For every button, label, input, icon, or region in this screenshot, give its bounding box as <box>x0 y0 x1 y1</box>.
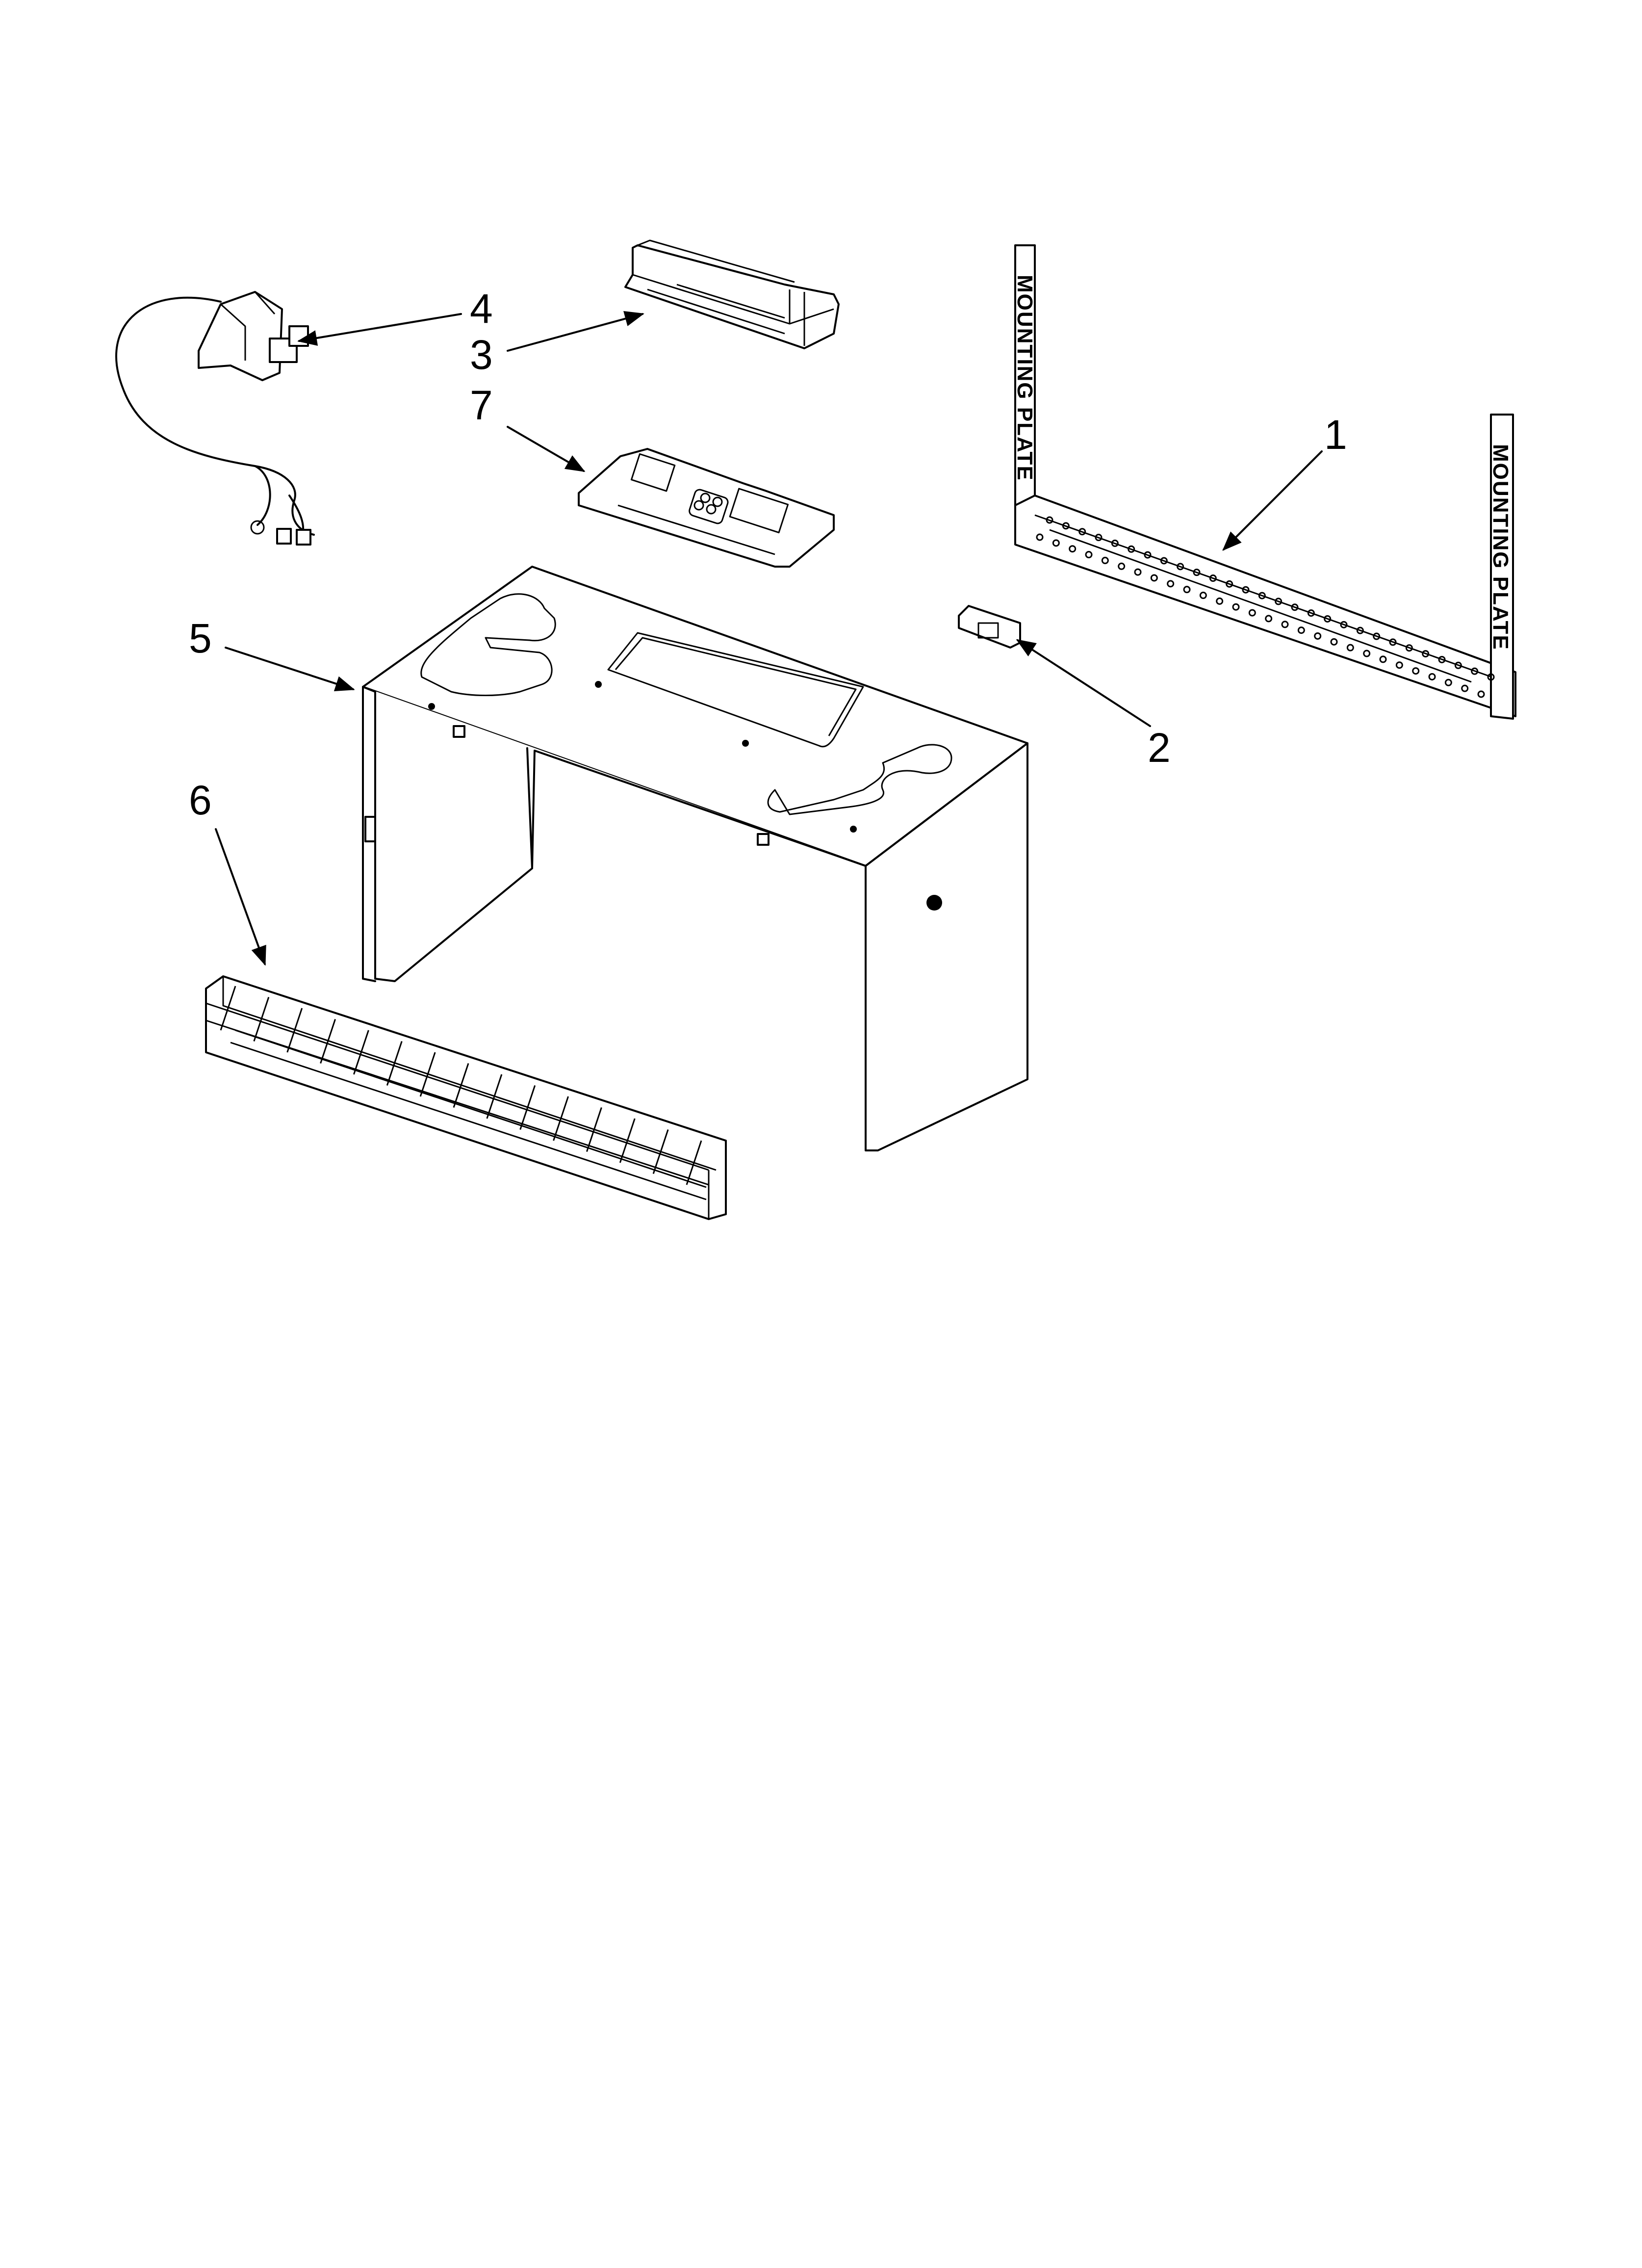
leader-line-4 <box>297 313 462 346</box>
mounting-plate-text-left: MOUNTING PLATE <box>1013 275 1037 481</box>
mounting-hole <box>1281 621 1289 628</box>
grille-slat <box>486 1074 503 1119</box>
leader-line-5 <box>225 647 355 692</box>
mounting-hole <box>1078 528 1086 536</box>
mounting-hole <box>1314 632 1322 640</box>
mounting-hole <box>1167 580 1175 588</box>
mounting-hole <box>1356 626 1364 634</box>
mounting-hole <box>1248 609 1256 617</box>
mounting-hole <box>1101 556 1109 564</box>
callout-6: 6 <box>189 777 212 823</box>
mounting-hole <box>1095 534 1103 542</box>
mounting-hole <box>1477 690 1485 698</box>
mounting-hole <box>1232 603 1240 611</box>
grille-slat <box>652 1129 669 1174</box>
mounting-hole <box>1373 632 1381 640</box>
mounting-hole <box>1297 626 1305 634</box>
mounting-hole <box>1118 562 1126 570</box>
mounting-hole <box>1389 638 1397 646</box>
mounting-hole <box>1150 574 1158 582</box>
mounting-hole <box>1422 650 1430 658</box>
mounting-hole <box>1379 655 1387 663</box>
mounting-hole <box>1144 551 1152 559</box>
small-bracket <box>958 605 1021 649</box>
callout-3: 3 <box>470 332 493 378</box>
mounting-hole <box>1487 673 1495 681</box>
mounting-hole <box>1111 539 1119 547</box>
callout-2: 2 <box>1148 725 1171 771</box>
grille-slat <box>519 1085 536 1130</box>
grille-slat <box>386 1041 403 1086</box>
leader-line-6 <box>215 828 266 966</box>
cabinet-wrapper <box>362 566 1028 1151</box>
leader-line-7 <box>507 426 586 472</box>
mounting-hole <box>1405 644 1413 652</box>
mounting-hole <box>1242 586 1250 594</box>
mounting-hole <box>1052 539 1060 547</box>
grille-slat <box>419 1052 436 1097</box>
control-plate <box>578 448 835 568</box>
grille-slat <box>353 1030 369 1075</box>
mounting-hole <box>1193 569 1201 576</box>
mounting-hole <box>1134 568 1142 576</box>
mounting-hole <box>1226 580 1233 588</box>
power-cord-plug <box>115 291 315 546</box>
mounting-hole <box>1160 557 1168 565</box>
mounting-hole <box>1183 586 1191 594</box>
callout-1: 1 <box>1324 412 1347 458</box>
callout-7: 7 <box>470 382 493 428</box>
leader-lines <box>215 311 1323 966</box>
mounting-hole <box>1330 638 1338 646</box>
mounting-plate: MOUNTING PLATE MOUNTING PLATE <box>1013 244 1516 720</box>
mounting-hole <box>1461 684 1469 692</box>
leader-line-3 <box>507 311 644 352</box>
mounting-plate-text-right: MOUNTING PLATE <box>1488 444 1513 651</box>
grille-slat <box>220 986 236 1031</box>
mounting-hole <box>1346 644 1354 652</box>
mounting-hole <box>1471 667 1479 675</box>
mounting-hole <box>1177 563 1184 571</box>
mounting-hole <box>1454 661 1462 669</box>
mounting-hole <box>1216 597 1224 605</box>
mounting-hole <box>1340 621 1348 628</box>
mounting-hole <box>1291 603 1299 611</box>
callout-4: 4 <box>470 286 493 332</box>
mounting-hole <box>1363 650 1371 657</box>
mounting-hole <box>1275 598 1283 605</box>
mounting-hole <box>1428 673 1436 680</box>
mounting-hole <box>1395 661 1403 669</box>
front-grille <box>205 975 727 1220</box>
mounting-hole <box>1036 533 1044 541</box>
vent-damper <box>624 239 840 349</box>
mounting-hole <box>1128 545 1135 553</box>
grille-slat <box>453 1063 469 1108</box>
mounting-hole <box>1209 574 1217 582</box>
mounting-hole <box>1444 678 1452 686</box>
grille-slat <box>686 1140 702 1185</box>
grille-slat <box>619 1118 636 1163</box>
grille-slat <box>553 1096 569 1141</box>
mounting-hole <box>1324 615 1332 623</box>
leader-line-2 <box>1016 639 1151 727</box>
mounting-hole <box>1062 522 1070 530</box>
mounting-hole <box>1069 545 1077 553</box>
mounting-hole <box>1438 655 1446 663</box>
grille-slat <box>253 997 270 1042</box>
grille-slat <box>286 1008 303 1053</box>
mounting-hole <box>1046 516 1053 524</box>
mounting-hole <box>1412 667 1420 675</box>
grille-slat <box>586 1107 602 1152</box>
leader-line-1 <box>1222 450 1323 551</box>
mounting-hole <box>1258 592 1266 600</box>
mounting-hole <box>1199 592 1207 600</box>
callout-5: 5 <box>189 615 212 661</box>
grille-slat <box>320 1019 336 1064</box>
mounting-hole <box>1307 609 1315 617</box>
mounting-hole <box>1085 551 1093 559</box>
mounting-hole <box>1265 615 1273 623</box>
